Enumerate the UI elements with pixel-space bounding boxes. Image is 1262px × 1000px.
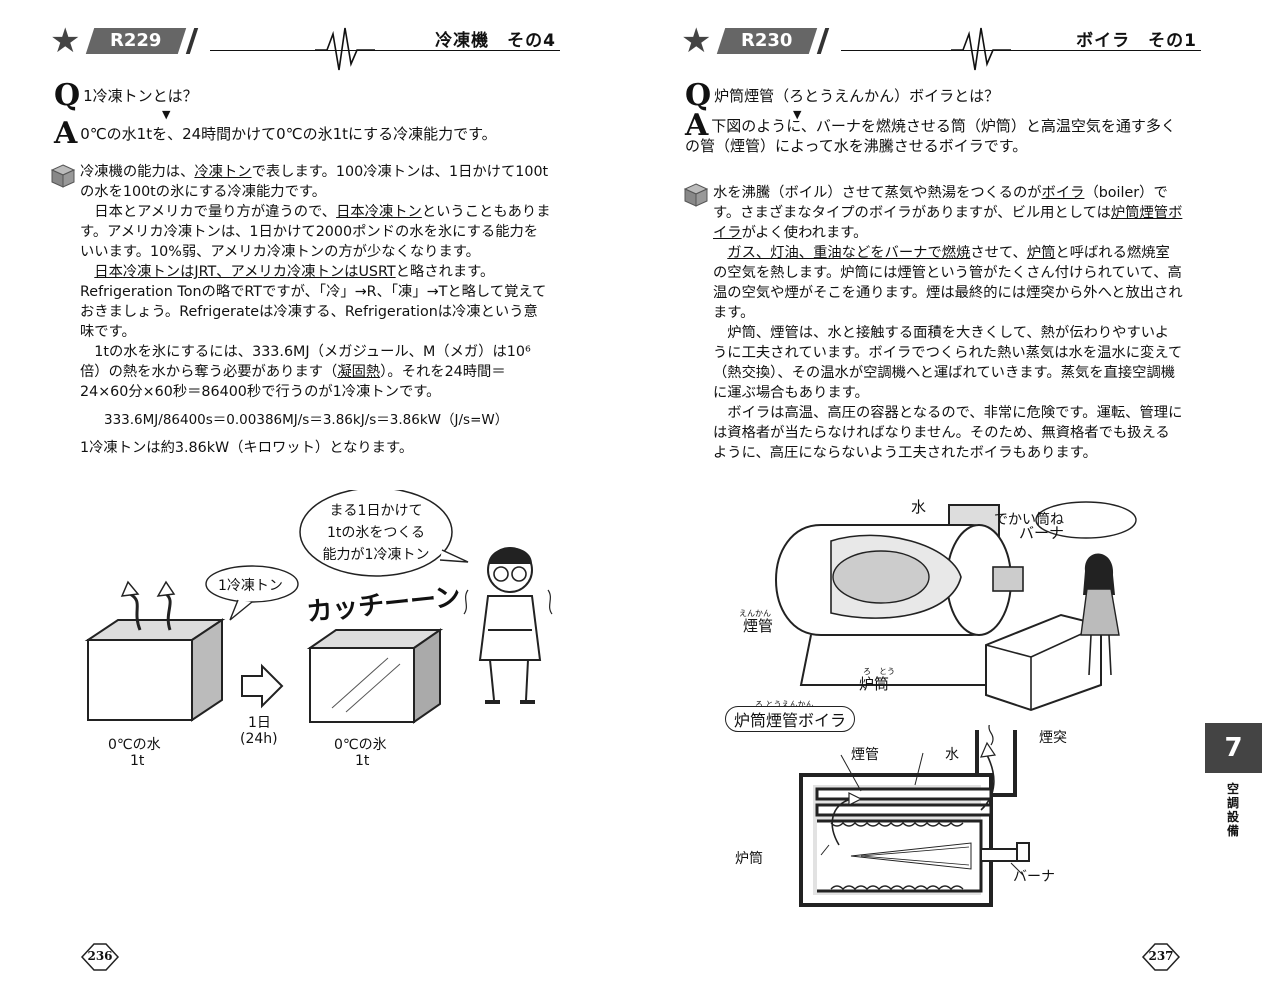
question-text: 炉筒煙管（ろとうえんかん）ボイラとは？: [714, 87, 1000, 105]
a-letter: A: [54, 116, 78, 151]
chapter-tab-label: 空調設備: [1226, 782, 1239, 838]
boiler-illustration: [775, 501, 1137, 712]
left-header: ★ R229 冷凍機 その4: [50, 21, 560, 71]
page-number: 236: [80, 942, 120, 972]
diagram-smoke-tube-label: 煙管: [851, 747, 879, 763]
time-label: 1日: [248, 715, 271, 731]
paragraph: 冷凍機の能力は、冷凍トンで表します。100冷凍トンは、1日かけて100tの水を1…: [80, 164, 549, 200]
paragraph: 日本とアメリカで量り方が違うので、日本冷凍トンということもあります。アメリカ冷凍…: [80, 204, 551, 260]
a-letter: A: [685, 108, 709, 143]
pulse-icon: [951, 27, 1011, 71]
cube-icon: [683, 183, 709, 207]
ice-illustration: [84, 490, 553, 724]
water-label: 水: [911, 498, 927, 516]
diagram-water-label: 水: [945, 747, 959, 763]
speech-bubble-text: まる1日かけて 1tの氷をつくる 能力が1冷凍トン: [322, 503, 430, 563]
section-title: 冷凍機 その4: [435, 31, 556, 51]
q-letter: Q: [685, 78, 712, 113]
star-icon: ★: [681, 21, 712, 61]
diagram-furnace-label: 炉筒: [735, 851, 763, 867]
smoke-tube-ruby: えんかん: [739, 609, 771, 618]
star-icon: ★: [50, 21, 81, 61]
right-header: ★ R230 ボイラ その1: [681, 21, 1201, 71]
boiler-name-ruby: ろ とうえんかん: [755, 700, 814, 709]
arrow-down-icon: ▼: [162, 108, 171, 121]
furnace-ruby: ろ とう: [863, 667, 895, 676]
page-number: 237: [1141, 942, 1181, 972]
pulse-icon: [315, 27, 375, 71]
section-code: R229: [85, 28, 187, 54]
smoke-tube-label: 煙管: [743, 617, 774, 635]
paragraph: ボイラは高温、高圧の容器となるので、非常に危険です。運転、管理には資格者が当たら…: [713, 405, 1183, 461]
boiler-name-label: 炉筒煙管ボイラ: [725, 706, 856, 732]
header-rule: [210, 50, 560, 51]
diagram-chimney-label: 煙突: [1039, 730, 1067, 746]
burner-label: バーナ: [1019, 524, 1065, 542]
right-body: 水を沸騰（ボイル）させて蒸気や熱湯をつくるのがボイラ（boiler）です。さまざ…: [713, 183, 1183, 463]
ice-mass: 1t: [355, 753, 370, 769]
water-label: 0℃の水: [108, 737, 161, 753]
paragraph: 日本冷凍トンはJRT、アメリカ冷凍トンはUSRTと略されます。Refrigera…: [80, 264, 547, 340]
paragraph: 水を沸騰（ボイル）させて蒸気や熱湯をつくるのがボイラ（boiler）です。さまざ…: [713, 185, 1183, 241]
q-letter: Q: [54, 78, 81, 113]
answer-text: 下図のように、バーナを燃焼させる筒（炉筒）と高温空気を通す多くの管（煙管）によっ…: [685, 117, 1176, 155]
question-text: 1冷凍トンとは？: [83, 87, 198, 105]
section-code: R230: [716, 28, 818, 54]
ice-label: 0℃の氷: [334, 737, 387, 753]
arrow-down-icon: ▼: [793, 108, 802, 121]
chapter-tab: 7: [1205, 723, 1262, 773]
small-bubble-text: 1冷凍トン: [218, 578, 283, 594]
water-mass: 1t: [130, 753, 145, 769]
boiler-diagram: [799, 725, 1030, 907]
paragraph: ガス、灯油、重油などをバーナで燃焼させて、炉筒と呼ばれる燃焼室の空気を熱します。…: [713, 245, 1183, 321]
speech-text: でかい筒ね: [994, 512, 1064, 528]
conclusion: 1冷凍トンは約3.86kW（キロワット）となります。: [80, 440, 414, 456]
diagram-burner-label: バーナ: [1013, 869, 1055, 885]
header-rule: [841, 50, 1201, 51]
time-hours: (24h): [240, 731, 278, 747]
paragraph: 炉筒、煙管は、水と接触する面積を大きくして、熱が伝わりやすいように工夫されていま…: [713, 325, 1183, 401]
section-title: ボイラ その1: [1076, 31, 1197, 51]
furnace-label: 炉筒: [859, 675, 890, 693]
answer-text: 0℃の水1tを、24時間かけて0℃の氷1tにする冷凍能力です。: [80, 125, 497, 143]
cube-icon: [50, 164, 76, 188]
left-body: 冷凍機の能力は、冷凍トンで表します。100冷凍トンは、1日かけて100tの水を1…: [80, 162, 552, 458]
paragraph: 1tの水を氷にするには、333.6MJ（メガジュール、M（メガ）は10⁶倍）の熱…: [80, 344, 531, 400]
formula: 333.6MJ/86400s＝0.00386MJ/s＝3.86kJ/s＝3.86…: [104, 412, 509, 428]
